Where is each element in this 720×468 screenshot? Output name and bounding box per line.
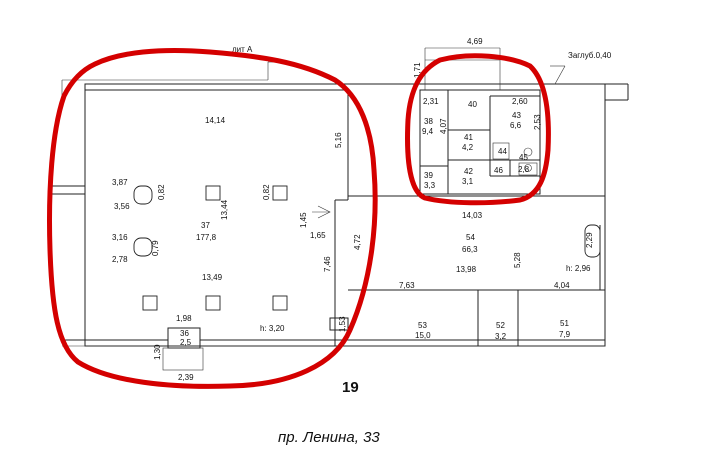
dimension-label: 1,53 [338,316,347,332]
room-number: 38 [424,117,433,126]
room-number: 41 [464,133,473,142]
dimension-label: 3,56 [114,202,130,211]
highlight-outline-small [405,53,551,206]
room-labels: 37 177,8 36 2,5 38 9,4 39 3,3 40 41 4,2 … [180,100,571,347]
room-number: 43 [512,111,521,120]
dimension-label: 14,14 [205,116,226,125]
depth-note: Заглуб.0,40 [568,51,612,60]
dimension-label: 0,82 [157,184,166,200]
dimension-label: 2,53 [533,114,542,130]
room-area: 177,8 [196,233,217,242]
dimension-label: 7,46 [323,256,332,272]
dimension-label: 2,60 [512,97,528,106]
dimension-label: 2,29 [585,232,594,248]
room-number: 52 [496,321,505,330]
dimension-label: 13,49 [202,273,223,282]
top-width-dimension: 4,69 [467,37,483,46]
room-area: 2,5 [180,338,192,347]
room-area: 4,2 [462,143,474,152]
dimension-labels: 14,14 5,16 3,87 0,82 0,82 3,56 13,44 3,1… [112,97,594,382]
side-dimension: 1,71 [413,62,422,78]
dimension-label: 13,98 [456,265,477,274]
room-number: 44 [498,147,507,156]
dimension-label: 5,28 [513,252,522,268]
dimension-label: 1,65 [310,231,326,240]
ceiling-height-label: h: 2,96 [566,264,591,273]
dimension-label: 1,98 [176,314,192,323]
street-address: пр. Ленина, 33 [278,429,380,446]
room-area: 3,1 [462,177,474,186]
dimension-label: 14,03 [462,211,483,220]
room-area: 3,2 [495,332,507,341]
room-area: 3,3 [424,181,436,190]
dimension-label: 2,78 [112,255,128,264]
building-number: 19 [342,379,359,396]
dimension-label: 0,79 [151,240,160,256]
room-area: 7,9 [559,330,571,339]
dimension-label: 1,30 [153,344,162,360]
room-number: 37 [201,221,210,230]
room-number: 40 [468,100,477,109]
dimension-label: 2,39 [178,373,194,382]
dimension-label: 3,87 [112,178,128,187]
letter-label: лит А [232,45,253,54]
highlight-outline-main [47,48,378,389]
dimension-label: 1,45 [299,212,308,228]
dimension-label: 4,07 [439,118,448,134]
dimension-label: 2,31 [423,97,439,106]
room-number: 46 [494,166,503,175]
room-number: 54 [466,233,475,242]
room-area: 15,0 [415,331,431,340]
room-number: 53 [418,321,427,330]
room-number: 42 [464,167,473,176]
ceiling-height-label: h: 3,20 [260,324,285,333]
dimension-label: 7,63 [399,281,415,290]
room-number: 51 [560,319,569,328]
room-area: 2,8 [518,165,530,174]
dimension-label: 4,72 [353,234,362,250]
dimension-label: 5,16 [334,132,343,148]
dimension-label: 0,82 [262,184,271,200]
room-number: 39 [424,171,433,180]
dimension-label: 13,44 [220,199,229,220]
dimension-label: 4,04 [554,281,570,290]
room-number: 45 [519,153,528,162]
plan-walls [51,47,629,371]
room-area: 6,6 [510,121,522,130]
dimension-label: 3,16 [112,233,128,242]
room-area: 9,4 [422,127,434,136]
plan-columns [133,185,288,311]
room-area: 66,3 [462,245,478,254]
room-number: 36 [180,329,189,338]
